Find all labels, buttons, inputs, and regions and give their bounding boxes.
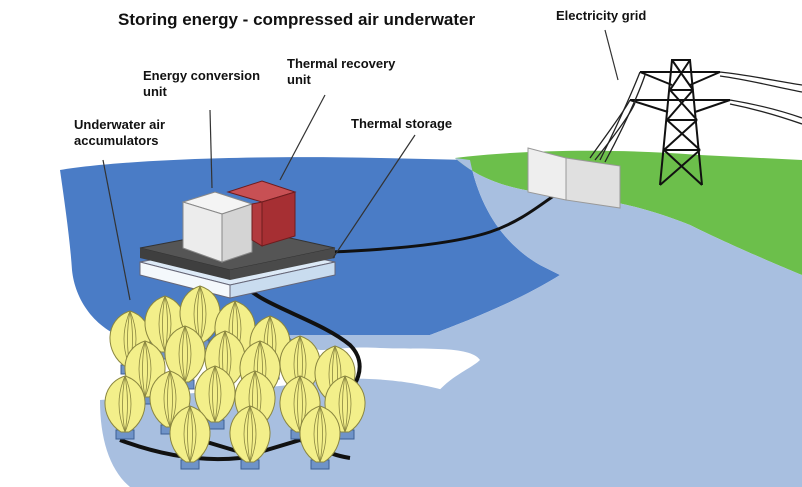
accumulator-balloon [194, 365, 236, 430]
label-energy-conversion-text: Energy conversion unit [143, 68, 261, 99]
electricity-pylon [629, 59, 731, 186]
label-energy-conversion-unit: Energy conversion unit [143, 68, 260, 100]
energy-conversion-unit [181, 191, 254, 263]
accumulator-balloon [229, 405, 271, 470]
cable-to-grid [329, 193, 556, 254]
label-underwater-accumulators-text: Underwater air accumulators [74, 117, 166, 148]
label-thermal-recovery-unit: Thermal recovery unit [287, 56, 395, 88]
accumulator-balloon [169, 405, 211, 470]
label-underwater-air-accumulators: Underwater air accumulators [74, 117, 165, 149]
label-electricity-grid: Electricity grid [556, 8, 647, 23]
diagram-title: Storing energy - compressed air underwat… [118, 10, 476, 29]
seabed [288, 158, 802, 487]
accumulator-balloon [104, 375, 146, 440]
underwater-air-accumulators [104, 285, 366, 470]
label-thermal-storage: Thermal storage [351, 116, 453, 131]
label-thermal-recovery-text: Thermal recovery unit [287, 56, 396, 87]
power-lines [589, 71, 802, 163]
accumulator-balloon [299, 405, 341, 470]
substation-panels [527, 147, 621, 209]
thermal-recovery-unit [226, 180, 297, 247]
leader-lines [102, 29, 619, 301]
